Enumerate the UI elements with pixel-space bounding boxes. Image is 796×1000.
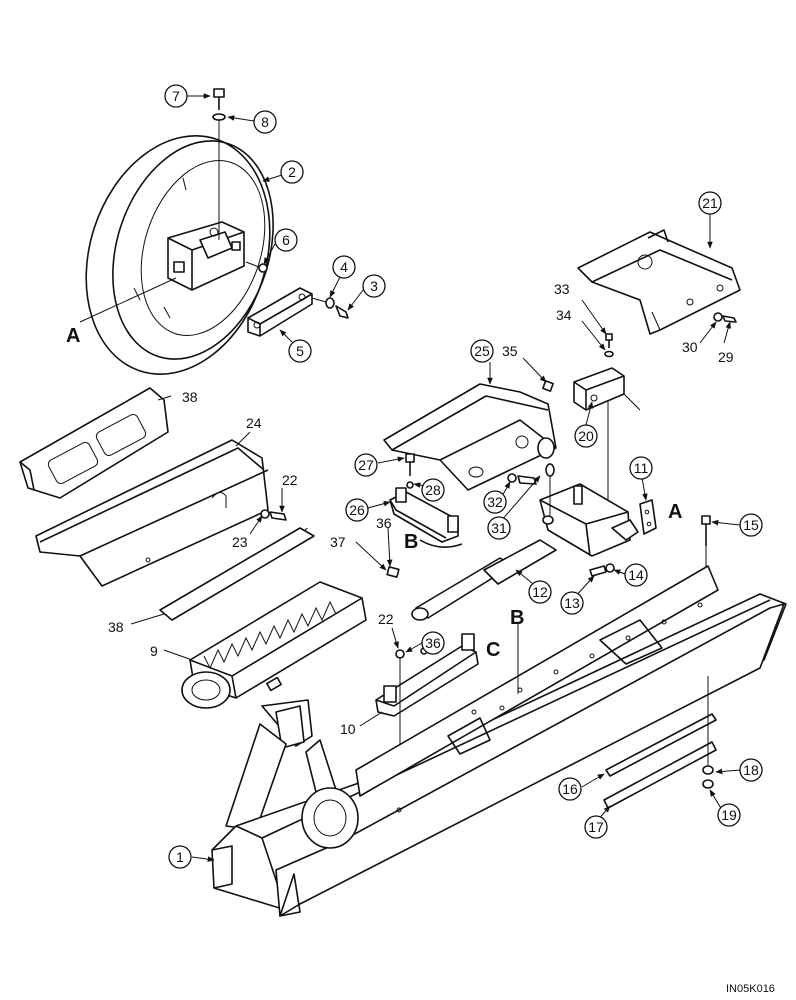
strip-16-17 [603,676,717,809]
callout-17-label: 17 [588,819,604,835]
callout-4: 4 [332,255,356,279]
reference-letter-c: C [486,639,500,661]
callout-31-label: 31 [491,520,507,536]
reference-letter-a-right: A [668,501,682,523]
washer-32 [507,473,537,485]
cylinder-12 [411,539,557,621]
callout-2: 2 [280,160,304,184]
label-10: 10 [340,721,356,737]
callout-36: 36 [421,631,445,655]
idler-bolt-7 [212,88,226,240]
callout-27-label: 27 [358,457,374,473]
cover-21 [577,229,741,335]
label-9: 9 [150,643,158,659]
callout-12: 12 [528,580,552,604]
bolt-15 [701,515,711,570]
drawing-code: IN05K016 [726,983,775,995]
callout-7: 7 [164,84,188,108]
callout-26: 26 [345,498,369,522]
bracket-20 [573,367,641,520]
callout-18-label: 18 [743,762,759,778]
label-33: 33 [554,281,570,297]
bolt-27-28 [405,453,415,489]
callout-26-label: 26 [349,502,365,518]
callout-25-label: 25 [474,343,490,359]
label-23: 23 [232,534,248,550]
shield-24 [35,439,269,587]
label-38-bottom: 38 [108,619,124,635]
bolt-13-14 [589,563,615,577]
reference-letter-b-frame: B [510,607,524,629]
reference-letter-a-left: A [66,325,80,347]
callout-14: 14 [624,563,648,587]
callout-16-label: 16 [562,781,578,797]
callout-28-label: 28 [425,482,441,498]
callout-8-label: 8 [261,114,269,130]
label-30: 30 [682,339,698,355]
callout-1: 1 [168,845,192,869]
callout-6: 6 [274,228,298,252]
callout-19: 19 [717,803,741,827]
callout-15: 15 [739,513,763,537]
bracket-10 [375,633,479,820]
callout-27: 27 [354,453,378,477]
idler-bracket-5 [247,287,313,337]
callout-1-label: 1 [176,849,184,865]
label-22-shield: 22 [282,472,298,488]
callout-15-label: 15 [743,517,759,533]
callout-16: 16 [558,777,582,801]
callout-13: 13 [560,591,584,615]
callout-31: 31 [487,516,511,540]
callout-36-label: 36 [425,635,441,651]
chain-38-top [19,387,169,499]
callout-28: 28 [421,478,445,502]
label-37: 37 [330,534,346,550]
label-38-top: 38 [182,389,198,405]
callout-4-label: 4 [340,259,348,275]
bolt-33-34 [542,333,614,392]
callout-11-label: 11 [634,460,649,476]
callout-3-label: 3 [370,278,378,294]
bracket-26 [386,487,463,578]
label-36-upper: 36 [376,515,392,531]
label-35: 35 [502,343,518,359]
callout-3: 3 [362,274,386,298]
callout-6-label: 6 [282,232,290,248]
label-24: 24 [246,415,262,431]
reference-letter-b-bracket: B [404,531,418,553]
callout-20: 20 [574,424,598,448]
callout-11: 11 [629,456,653,480]
label-29: 29 [718,349,734,365]
callout-32: 32 [483,490,507,514]
callout-32-label: 32 [487,494,503,510]
label-34: 34 [556,307,572,323]
idler-fasteners [245,261,349,319]
main-frame-1 [211,565,787,917]
callout-8: 8 [253,110,277,134]
idler-yoke-block [167,221,245,291]
chain-38-bottom [159,527,315,621]
callout-17: 17 [584,815,608,839]
callout-19-label: 19 [721,807,737,823]
plate-11 [639,499,657,535]
callout-18: 18 [739,758,763,782]
callout-14-label: 14 [628,567,644,583]
callout-21: 21 [698,191,722,215]
label-22-bracket: 22 [378,611,394,627]
callout-5-label: 5 [296,343,304,359]
bolt-22-23 [260,509,287,521]
callout-13-label: 13 [564,595,580,611]
guide-9 [181,581,367,709]
callout-25: 25 [470,339,494,363]
callout-12-label: 12 [532,584,548,600]
callout-7-label: 7 [172,88,180,104]
bolt-29-30 [713,312,737,323]
callout-20-label: 20 [578,428,594,444]
tensioner-body-31 [539,463,639,557]
callout-21-label: 21 [702,195,718,211]
callout-2-label: 2 [288,164,296,180]
callout-5: 5 [288,339,312,363]
